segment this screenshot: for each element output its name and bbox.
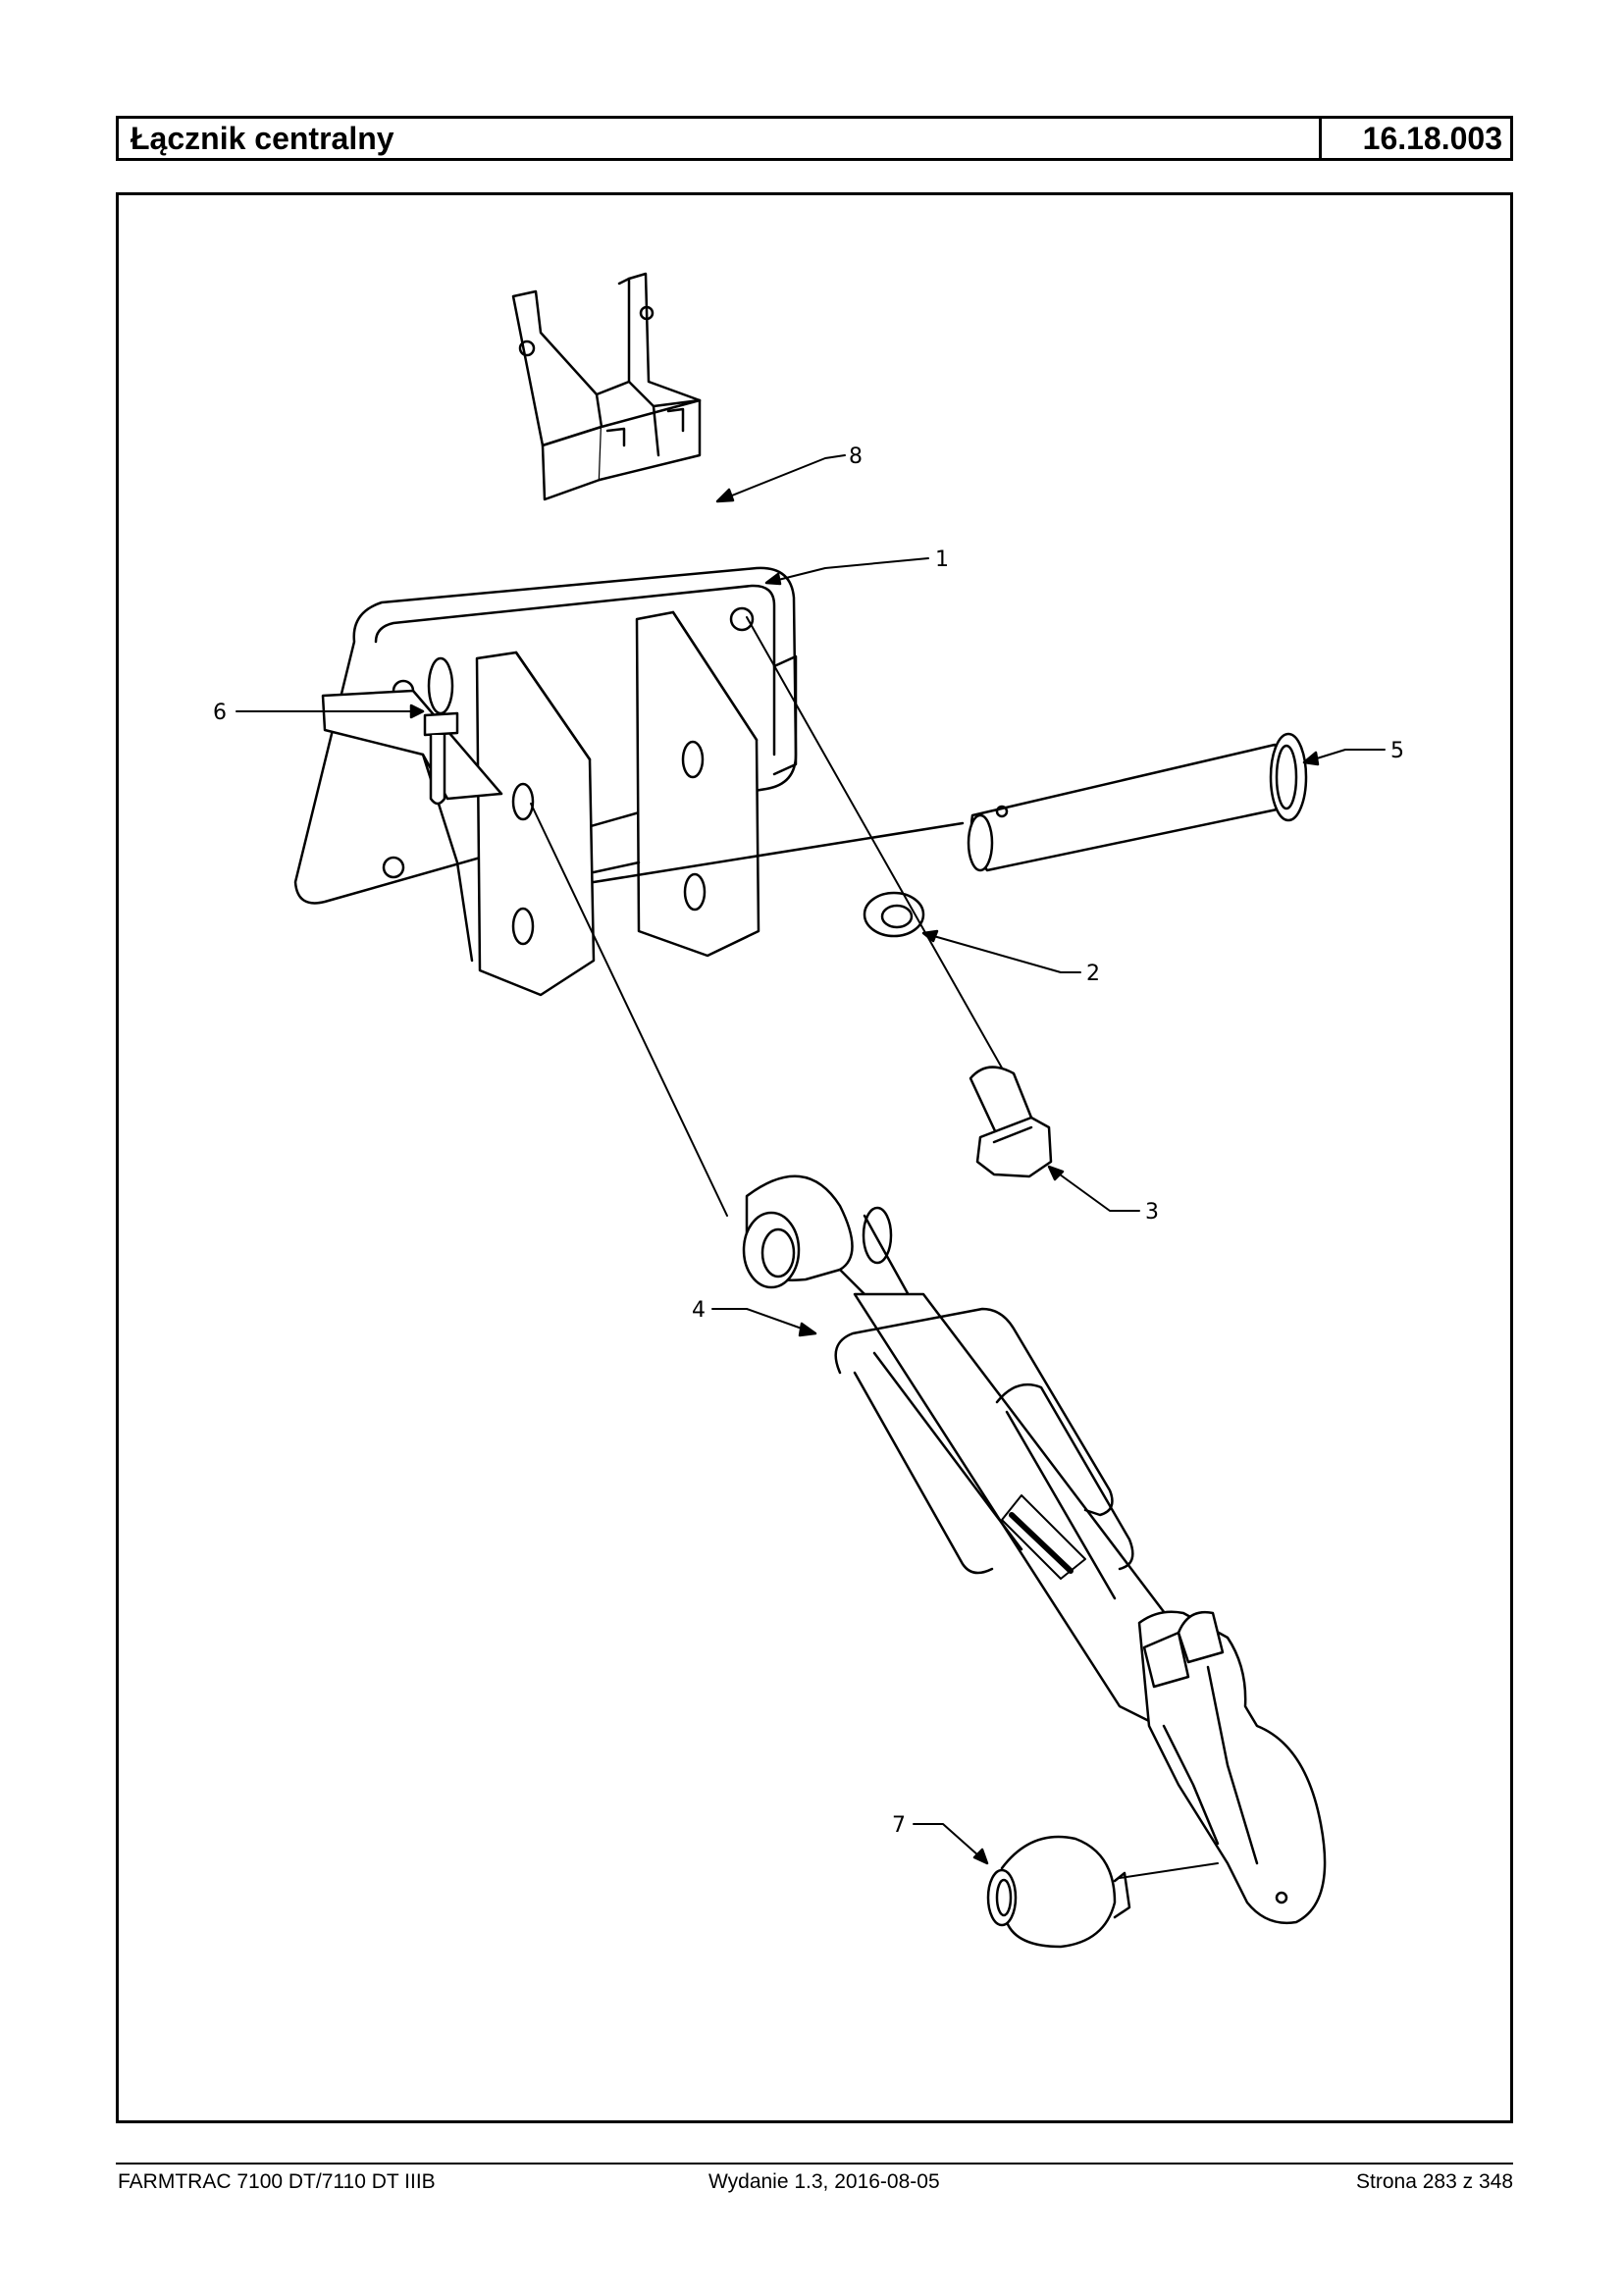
page-title: Łącznik centralny <box>119 119 1322 158</box>
callout-7: 7 <box>892 1813 906 1838</box>
part-6-clip <box>423 656 459 806</box>
callout-1: 1 <box>935 548 949 572</box>
exploded-view: 8 1 <box>213 272 1404 1949</box>
part-8-bracket <box>511 272 702 501</box>
part-3-bolt <box>969 1066 1053 1178</box>
callout-3: 3 <box>1145 1200 1159 1225</box>
part-4-top-link <box>530 803 1327 1925</box>
footer-model: FARMTRAC 7100 DT/7110 DT IIIB <box>118 2170 436 2193</box>
part-1-plate <box>293 566 965 997</box>
callout-4: 4 <box>692 1298 706 1323</box>
part-5-pin <box>967 732 1308 872</box>
callout-6: 6 <box>213 701 227 725</box>
callout-8: 8 <box>849 444 863 469</box>
part-7-ball <box>986 1835 1219 1949</box>
footer-edition: Wydanie 1.3, 2016-08-05 <box>708 2170 940 2193</box>
page-header: Łącznik centralny 16.18.003 <box>116 116 1513 161</box>
callout-2: 2 <box>1086 962 1100 986</box>
callout-5: 5 <box>1390 739 1404 763</box>
page-code: 16.18.003 <box>1362 121 1502 156</box>
footer-page-number: Strona 283 z 348 <box>1356 2170 1513 2193</box>
parts-diagram: 8 1 <box>116 192 1513 2123</box>
footer-divider <box>116 2163 1513 2165</box>
